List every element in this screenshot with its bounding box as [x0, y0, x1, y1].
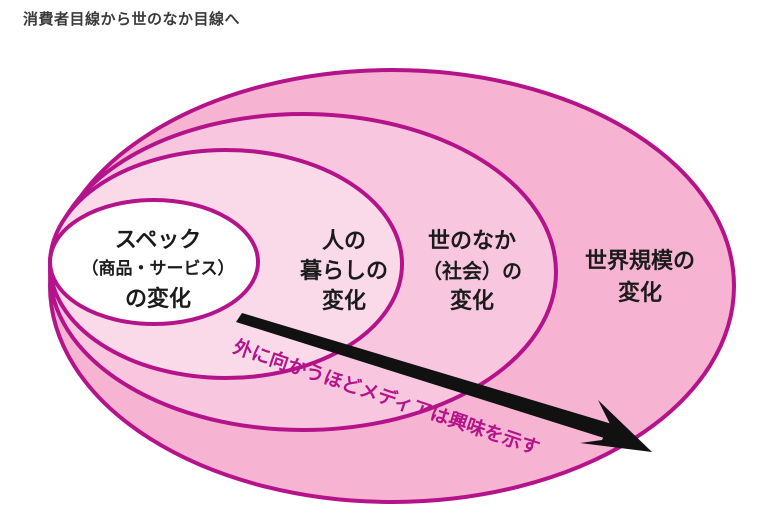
label-world-line1: 世界規模の: [585, 249, 695, 274]
label-life-line2: 暮らしの: [299, 259, 388, 284]
label-spec-line1: スペック: [115, 228, 201, 253]
label-life-line1: 人の: [322, 229, 366, 254]
label-spec-line3: の変化: [125, 286, 191, 312]
label-society-line3: 変化: [450, 288, 494, 314]
ellipse-spec: [48, 198, 260, 326]
label-spec-line2: （商品・サービス）: [82, 258, 235, 279]
label-society-line2: （社会）の: [422, 259, 522, 283]
page-title: 消費者目線から世のなか目線へ: [23, 10, 241, 28]
label-world-line2: 変化: [618, 280, 662, 306]
arrow-head: [580, 400, 652, 452]
label-life-line3: 変化: [322, 288, 366, 314]
arrow-shaft: [236, 313, 612, 438]
label-society-line1: 世のなか: [428, 229, 516, 254]
